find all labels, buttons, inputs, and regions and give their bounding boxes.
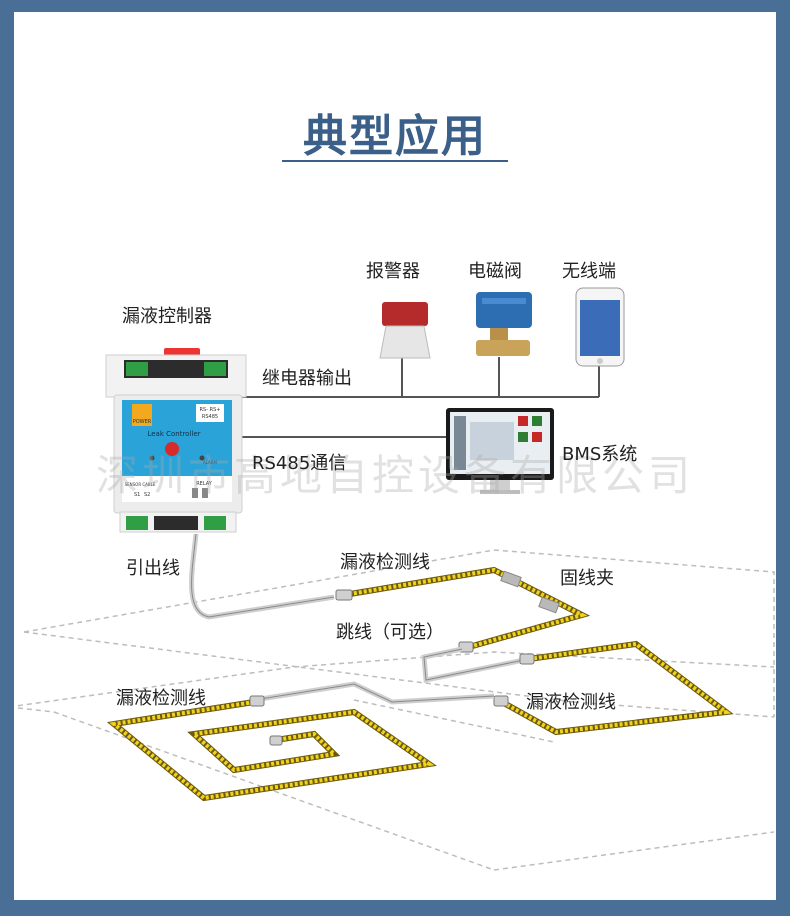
leak-controller-device [105, 348, 247, 533]
lead-wire-label: 引出线 [126, 558, 180, 579]
controller-rs485-text: RS485 [202, 414, 218, 420]
lead-wire [189, 533, 335, 620]
controller-relay-text: RELAY [196, 481, 213, 487]
controller-alarm-text: ALARM [203, 460, 218, 465]
alarm-label: 报警器 [366, 261, 420, 282]
valve-label: 电磁阀 [468, 261, 522, 282]
application-diagram: 典型应用 [14, 12, 776, 900]
clamp-label: 固线夹 [560, 568, 614, 589]
watermark: 深圳市高地自控设备有限公司 [95, 451, 694, 500]
sensor-cable-left [106, 695, 437, 802]
sensor-cable-left-label: 漏液检测线 [116, 688, 206, 709]
sensor-cable-top [335, 566, 591, 653]
valve-icon [476, 292, 532, 356]
controller-s2-text: S2 [144, 492, 150, 498]
title-underline [282, 160, 508, 162]
sensor-cable-right [493, 640, 734, 736]
cable-clamps [500, 570, 560, 614]
diagram-canvas: POWER RS- RS+ RS485 Leak Controller ALAR… [14, 287, 775, 871]
floor-grid [14, 549, 775, 871]
controller-label: 漏液控制器 [122, 306, 212, 327]
bms-monitor-icon [446, 408, 554, 494]
controller-name-text: Leak Controller [147, 430, 200, 438]
controller-power-text: POWER [133, 419, 152, 425]
bms-label: BMS系统 [562, 444, 638, 465]
rs485-label: RS485通信 [252, 453, 347, 474]
sensor-cable-right-label: 漏液检测线 [526, 692, 616, 713]
controller-sensor-cable-text: SENSOR CABLE [125, 482, 156, 487]
controller-ports-text: RS- RS+ [200, 407, 221, 413]
wireless-label: 无线端 [562, 261, 616, 282]
relay-output-label: 继电器输出 [262, 368, 352, 389]
page-title: 典型应用 [303, 111, 487, 162]
smartphone-icon [575, 287, 625, 367]
jumper-label: 跳线（可选） [336, 622, 444, 643]
connection-lines [239, 354, 600, 438]
siren-icon [379, 302, 431, 359]
sensor-cable-top-label: 漏液检测线 [340, 552, 430, 573]
controller-s1-text: S1 [134, 492, 140, 498]
